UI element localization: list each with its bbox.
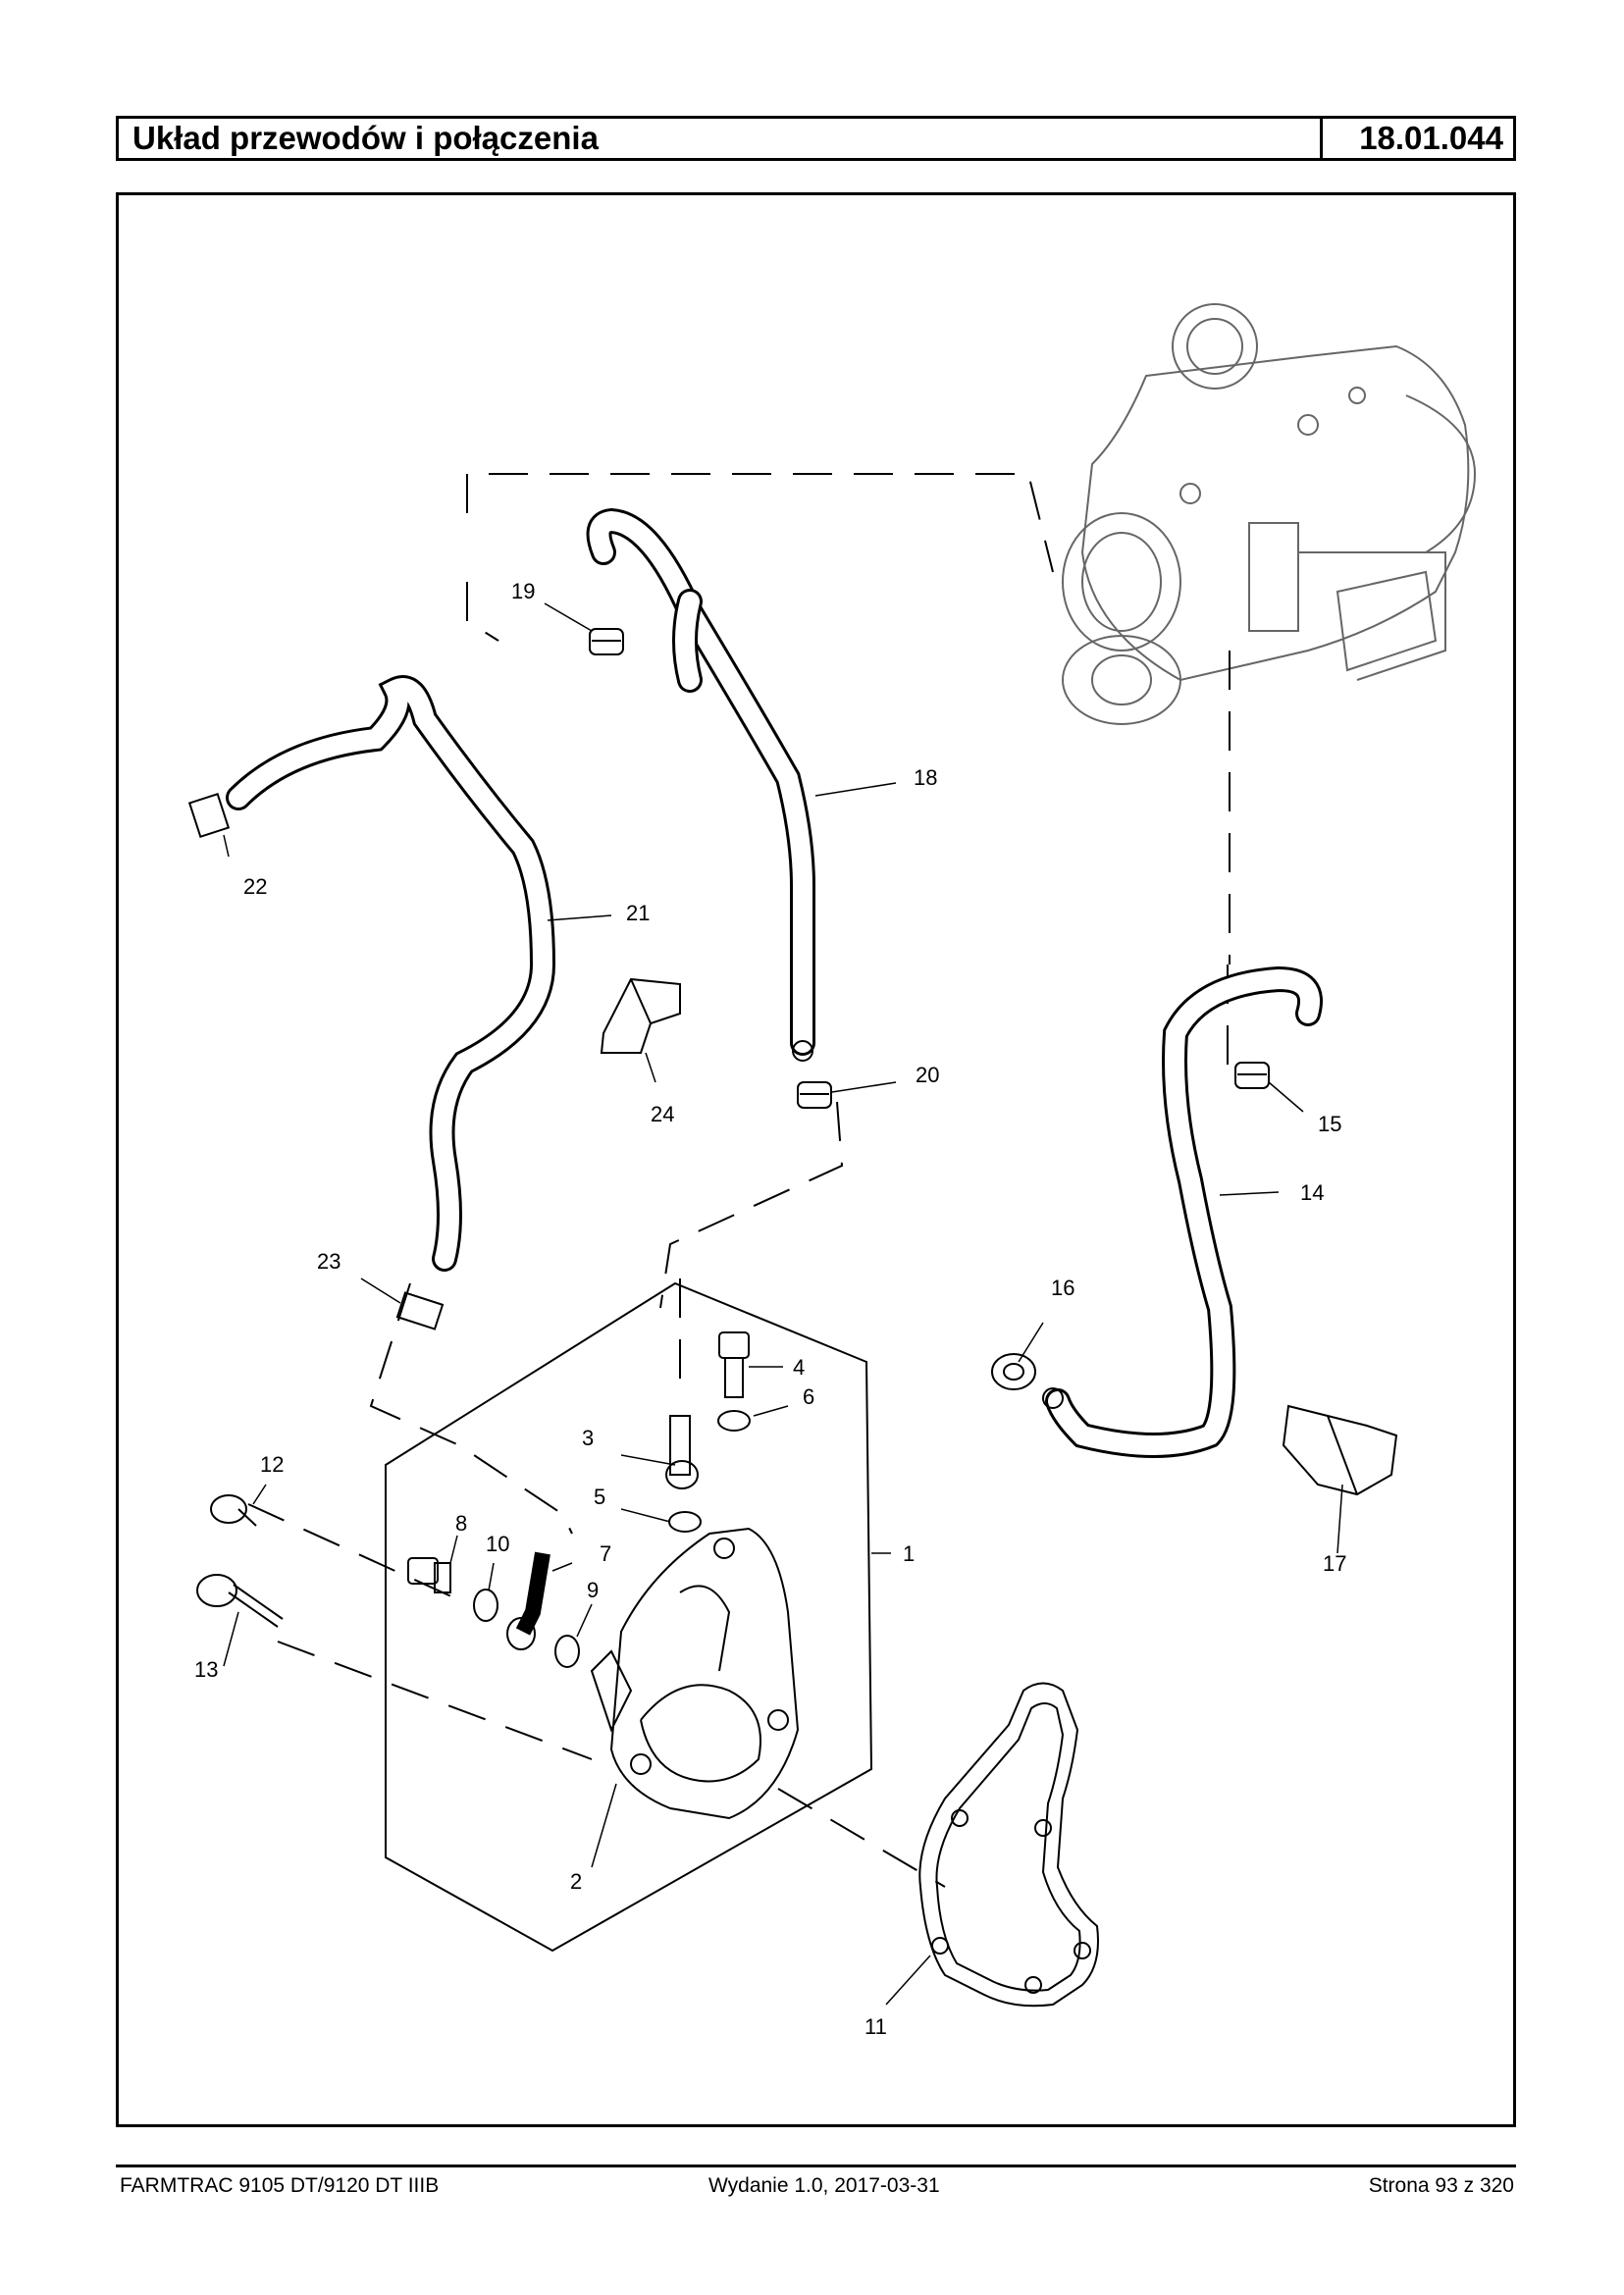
- callout-5: 5: [594, 1485, 605, 1509]
- callout-10: 10: [486, 1532, 509, 1556]
- callout-11: 11: [864, 2014, 887, 2039]
- bracket-24: [600, 977, 681, 1054]
- page-title: Układ przewodów i połączenia: [119, 119, 1323, 158]
- callout-6: 6: [803, 1384, 814, 1409]
- washer-6: [717, 1410, 751, 1432]
- housing-2: [590, 1527, 800, 1820]
- callout-16: 16: [1051, 1276, 1074, 1300]
- callout-23: 23: [317, 1249, 341, 1274]
- parts-diagram: 19 18 22 21 24 20 15 14 23 16 4 6 3 12 5…: [116, 192, 1516, 2127]
- callout-1: 1: [903, 1541, 915, 1566]
- callout-21: 21: [626, 901, 650, 925]
- callout-7: 7: [600, 1541, 611, 1566]
- washer-9: [554, 1635, 580, 1668]
- callout-labels: 19 18 22 21 24 20 15 14 23 16 4 6 3 12 5…: [194, 579, 1346, 2039]
- footer-edition: Wydanie 1.0, 2017-03-31: [708, 2174, 940, 2197]
- turbocharger-drawing: [1062, 303, 1477, 725]
- callout-8: 8: [455, 1511, 467, 1536]
- callout-9: 9: [587, 1578, 599, 1602]
- clamp-16: [991, 1353, 1036, 1390]
- footer-divider: [116, 2165, 1516, 2167]
- page-header: Układ przewodów i połączenia 18.01.044: [116, 116, 1516, 161]
- callout-20: 20: [916, 1063, 939, 1087]
- callout-15: 15: [1318, 1112, 1341, 1136]
- footer-page-number: Strona 93 z 320: [1368, 2174, 1514, 2197]
- callout-13: 13: [194, 1657, 218, 1682]
- callout-18: 18: [914, 765, 937, 790]
- callout-3: 3: [582, 1426, 594, 1450]
- washer-10: [473, 1589, 498, 1622]
- bolt-8: [407, 1557, 451, 1593]
- clamp-20: [797, 1081, 832, 1109]
- gasket-11: [918, 1682, 1099, 2008]
- section-code: 18.01.044: [1359, 120, 1503, 156]
- leader-lines: [223, 602, 1343, 2006]
- washer-5: [668, 1511, 702, 1533]
- clamp-15: [1234, 1062, 1270, 1089]
- bolt-12: [210, 1494, 257, 1527]
- clamp-19: [589, 628, 624, 655]
- callout-12: 12: [260, 1452, 284, 1477]
- callout-22: 22: [243, 874, 267, 899]
- pipe-7: [506, 1551, 550, 1650]
- pipe-3: [665, 1415, 699, 1489]
- assembly-1-outline: [385, 1281, 873, 1953]
- callout-14: 14: [1300, 1180, 1324, 1205]
- callout-2: 2: [570, 1869, 582, 1894]
- sleeve-23: [395, 1291, 445, 1330]
- bracket-17: [1282, 1404, 1398, 1496]
- sleeve-22: [187, 792, 231, 839]
- bolt-13: [196, 1574, 284, 1628]
- banjo-bolt-4: [718, 1331, 750, 1398]
- callout-19: 19: [511, 579, 535, 603]
- footer-model: FARMTRAC 9105 DT/9120 DT IIIB: [120, 2174, 440, 2197]
- callout-24: 24: [651, 1102, 674, 1126]
- callout-17: 17: [1323, 1551, 1346, 1576]
- callout-4: 4: [793, 1355, 805, 1380]
